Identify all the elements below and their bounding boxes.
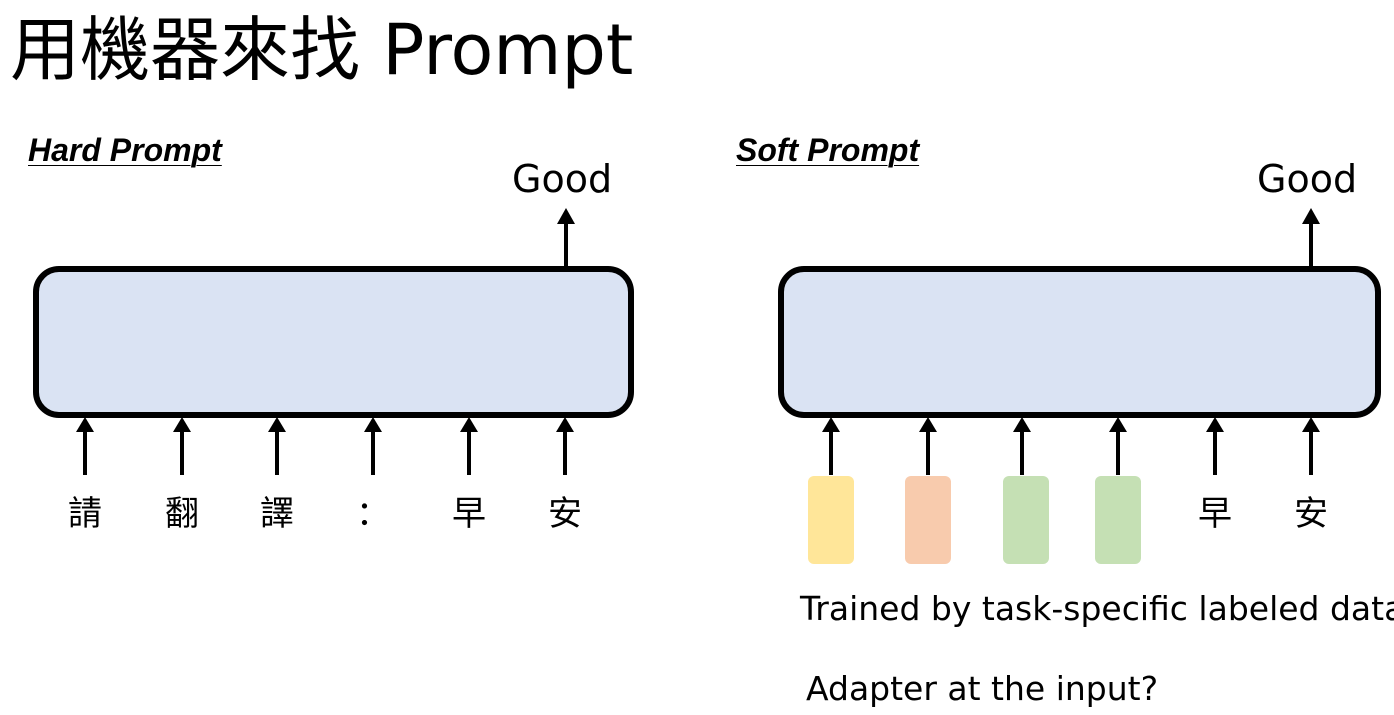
- hard-input-arrow-5: [460, 417, 478, 475]
- trained-note: Trained by task-specific labeled data: [800, 589, 1394, 628]
- soft-prompt-output: Good: [1257, 157, 1358, 201]
- hard-token-1: 請: [68, 494, 102, 534]
- soft-input-arrow-4: [1109, 417, 1127, 475]
- hard-token-3: 譯: [260, 494, 294, 534]
- hard-input-arrow-1: [76, 417, 94, 475]
- hard-token-2: 翻: [165, 494, 199, 534]
- hard-output-arrow: [557, 208, 575, 266]
- hard-input-arrow-2: [173, 417, 191, 475]
- soft-input-arrow-5: [1206, 417, 1224, 475]
- hard-token-5: 早: [452, 494, 486, 534]
- hard-prompt-label: Hard Prompt: [28, 132, 222, 168]
- soft-prompt-vector-1: [808, 476, 854, 564]
- hard-input-arrow-4: [364, 417, 382, 475]
- hard-input-arrow-6: [556, 417, 574, 475]
- slide-title: 用機器來找 Prompt: [10, 9, 634, 91]
- soft-input-arrow-1: [822, 417, 840, 475]
- soft-input-arrow-3: [1013, 417, 1031, 475]
- adapter-note: Adapter at the input?: [806, 669, 1159, 708]
- soft-prompt-vector-2: [905, 476, 951, 564]
- soft-token-1: 早: [1198, 494, 1232, 534]
- hard-prompt-output: Good: [512, 157, 613, 201]
- hard-prompt-model-box: [33, 266, 634, 418]
- hard-token-4: ：: [356, 494, 390, 534]
- soft-token-2: 安: [1294, 494, 1328, 534]
- soft-output-arrow: [1302, 208, 1320, 266]
- soft-prompt-vector-3: [1003, 476, 1049, 564]
- hard-input-arrow-3: [268, 417, 286, 475]
- soft-input-arrow-6: [1302, 417, 1320, 475]
- soft-prompt-label: Soft Prompt: [736, 132, 920, 168]
- hard-token-6: 安: [548, 494, 582, 534]
- soft-prompt-vector-4: [1095, 476, 1141, 564]
- soft-prompt-model-box: [778, 266, 1381, 418]
- soft-input-arrow-2: [919, 417, 937, 475]
